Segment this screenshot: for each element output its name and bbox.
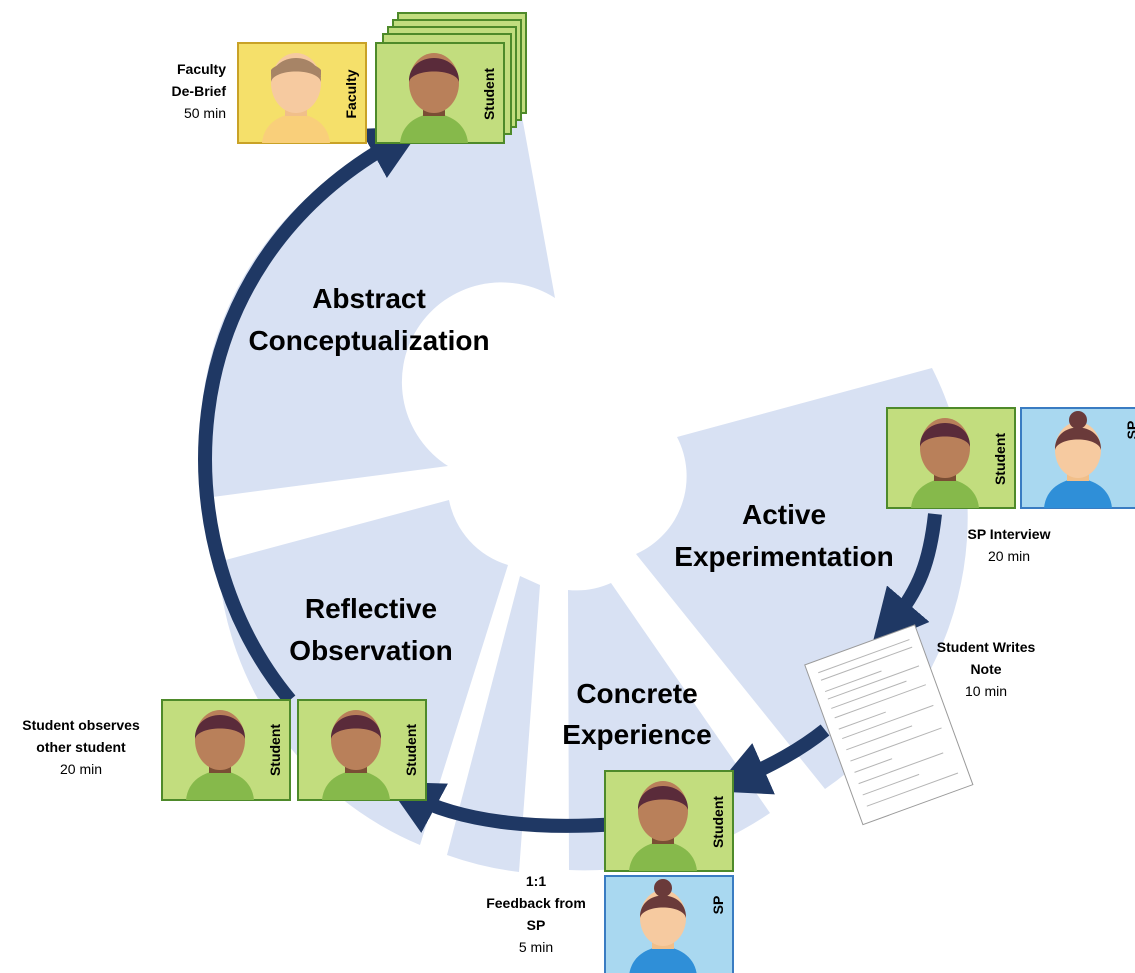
stage-label-concrete-line2: Experience: [562, 719, 711, 750]
stage-label-abstract-line1: Abstract: [312, 283, 426, 314]
student-card-stack: Student: [375, 12, 527, 144]
faculty-card: Faculty: [237, 42, 367, 144]
sector-reflective-observation: [218, 500, 508, 845]
debrief-title-line2: De-Brief: [172, 83, 227, 99]
stage-label-concrete-line1: Concrete: [576, 678, 697, 709]
stage-label-reflective-line1: Reflective: [305, 593, 437, 624]
student-card-observer-left: Student: [161, 699, 291, 801]
writes-note-title-line1: Student Writes: [937, 639, 1036, 655]
observes-title-line2: other student: [36, 739, 126, 755]
writes-note-duration: 10 min: [965, 683, 1007, 699]
note-document: [804, 624, 974, 826]
student-role-label: Student: [710, 796, 726, 848]
feedback-duration: 5 min: [519, 939, 553, 955]
student-avatar: [911, 418, 979, 508]
sp-interview-duration: 20 min: [988, 548, 1030, 564]
observes-title-line1: Student observes: [22, 717, 140, 733]
arrow-observation-to-debrief: [198, 126, 423, 705]
student-card-interview: Student: [886, 407, 1016, 509]
student-role-label: Student: [992, 433, 1008, 485]
stage-label-active-line1: Active: [742, 499, 826, 530]
writes-note-title-line2: Note: [970, 661, 1001, 677]
debrief-title-line1: Faculty: [177, 61, 226, 77]
arrow-interview-to-note: [871, 513, 942, 647]
feedback-title-line3: SP: [527, 917, 546, 933]
feedback-title-line1: 1:1: [526, 873, 546, 889]
stage-label-active-line2: Experimentation: [674, 541, 893, 572]
sp-avatar: [629, 879, 697, 973]
student-role-label: Student: [481, 68, 497, 120]
sp-card-feedback: SP: [604, 875, 734, 973]
sp-interview-title: SP Interview: [967, 526, 1050, 542]
arrow-note-to-feedback: [712, 724, 830, 795]
faculty-role-label: Faculty: [343, 69, 359, 118]
student-card-feedback: Student: [604, 770, 734, 872]
student-role-label: Student: [267, 724, 283, 776]
student-avatar: [400, 53, 468, 143]
student-card-observer-right: Student: [297, 699, 427, 801]
sp-role-label: SP: [710, 896, 726, 915]
debrief-duration: 50 min: [184, 105, 226, 121]
sp-role-label: SP: [1124, 421, 1135, 440]
sector-concrete-experience-left: [447, 576, 540, 872]
stage-label-reflective-line2: Observation: [289, 635, 452, 666]
stage-label-abstract-line2: Conceptualization: [248, 325, 489, 356]
student-avatar: [629, 781, 697, 871]
student-avatar: [186, 710, 254, 800]
cycle-arrows: [198, 126, 942, 833]
student-role-label: Student: [403, 724, 419, 776]
observes-duration: 20 min: [60, 761, 102, 777]
feedback-title-line2: Feedback from: [486, 895, 586, 911]
sp-avatar: [1044, 411, 1112, 508]
sp-card-interview: SP: [1020, 407, 1135, 509]
sector-abstract-conceptualization: [200, 111, 555, 498]
arrow-feedback-to-observation: [385, 781, 617, 833]
student-avatar: [322, 710, 390, 800]
faculty-avatar: [262, 53, 330, 143]
